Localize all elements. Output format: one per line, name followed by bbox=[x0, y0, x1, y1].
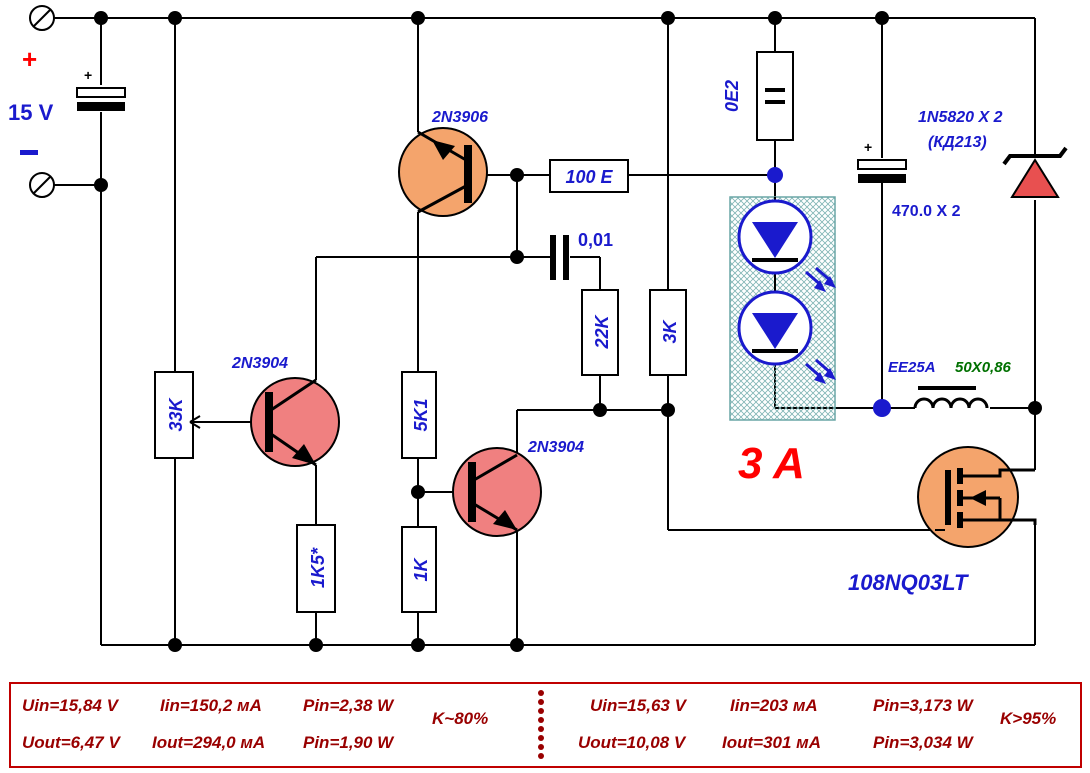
svg-text:0,01: 0,01 bbox=[578, 230, 613, 250]
q2-label: 2N3904 bbox=[231, 355, 288, 372]
resistor-sense bbox=[756, 51, 794, 141]
schottky-diode bbox=[1002, 146, 1068, 198]
transistor-q1-pnp bbox=[398, 127, 488, 217]
svg-text:22K: 22K bbox=[592, 313, 612, 349]
svg-text:1K: 1K bbox=[411, 556, 431, 581]
right-uout: Uout=10,08 V bbox=[578, 733, 686, 752]
diode-alt-label: (КД213) bbox=[928, 134, 987, 151]
svg-text:3K: 3K bbox=[660, 318, 680, 343]
diode-label: 1N5820 X 2 bbox=[918, 109, 1003, 126]
supply-plus-label: + bbox=[22, 44, 37, 74]
resistor-22k: 22K bbox=[581, 289, 619, 376]
inductor-wire-label: 50X0,86 bbox=[955, 359, 1012, 376]
inductor-core-label: EE25A bbox=[888, 359, 936, 376]
mosfet-label: 108NQ03LT bbox=[848, 570, 969, 595]
input-terminal-plus bbox=[29, 5, 55, 31]
resistor-sense-label: 0E2 bbox=[722, 80, 742, 112]
junction-dots bbox=[94, 11, 1042, 652]
svg-text:+: + bbox=[84, 67, 92, 83]
right-iout: Iout=301 мА bbox=[722, 733, 822, 752]
inductor bbox=[913, 386, 989, 409]
resistor-5k1: 5K1 bbox=[401, 371, 437, 459]
svg-text:100 E: 100 E bbox=[565, 167, 613, 187]
wires bbox=[42, 17, 1036, 646]
led-block bbox=[729, 196, 836, 421]
current-label: 3 A bbox=[738, 439, 805, 488]
svg-text:+: + bbox=[864, 139, 872, 155]
left-iin: Iin=150,2 мА bbox=[160, 696, 262, 715]
measurements-panel bbox=[9, 682, 1082, 768]
mosfet bbox=[917, 446, 1037, 548]
left-uout: Uout=6,47 V bbox=[22, 733, 120, 752]
right-efficiency: K>95% bbox=[1000, 709, 1057, 728]
supply-minus-label bbox=[20, 150, 38, 155]
transistor-q2-npn bbox=[250, 377, 340, 467]
resistor-1k: 1K bbox=[401, 526, 437, 613]
right-iin: Iin=203 мА bbox=[730, 696, 818, 715]
resistor-100e: 100 E bbox=[549, 159, 629, 193]
column-separator bbox=[537, 690, 545, 762]
output-capacitor-label: 470.0 X 2 bbox=[892, 203, 961, 220]
svg-text:1K5*: 1K5* bbox=[308, 547, 328, 588]
circuit-schematic: + 15 V + 33K 5K1 1K 1K5* 22K 3K 0E2 10 bbox=[8, 5, 1068, 652]
resistor-3k: 3K bbox=[649, 289, 687, 376]
right-pout: Pin=3,034 W bbox=[873, 733, 973, 752]
resistor-33k: 33K bbox=[154, 371, 194, 459]
left-efficiency: K~80% bbox=[432, 709, 489, 728]
q1-label: 2N3906 bbox=[431, 109, 488, 126]
left-pin: Pin=2,38 W bbox=[303, 696, 394, 715]
resistor-1k5: 1K5* bbox=[296, 524, 336, 613]
right-uin: Uin=15,63 V bbox=[590, 696, 686, 715]
right-pin: Pin=3,173 W bbox=[873, 696, 973, 715]
transistor-q3-npn bbox=[452, 447, 542, 537]
left-iout: Iout=294,0 мА bbox=[152, 733, 266, 752]
left-uin: Uin=15,84 V bbox=[22, 696, 118, 715]
supply-voltage-label: 15 V bbox=[8, 100, 54, 125]
svg-text:33K: 33K bbox=[166, 396, 186, 431]
input-capacitor: + bbox=[76, 67, 126, 111]
left-pout: Pin=1,90 W bbox=[303, 733, 394, 752]
blue-junction-dots bbox=[767, 167, 891, 417]
potentiometer-wiper bbox=[189, 415, 201, 429]
output-capacitor: + bbox=[857, 139, 907, 183]
input-terminal-minus bbox=[29, 172, 55, 198]
q3-label: 2N3904 bbox=[527, 439, 584, 456]
capacitor-0-01: 0,01 bbox=[550, 230, 613, 280]
svg-text:5K1: 5K1 bbox=[411, 398, 431, 431]
